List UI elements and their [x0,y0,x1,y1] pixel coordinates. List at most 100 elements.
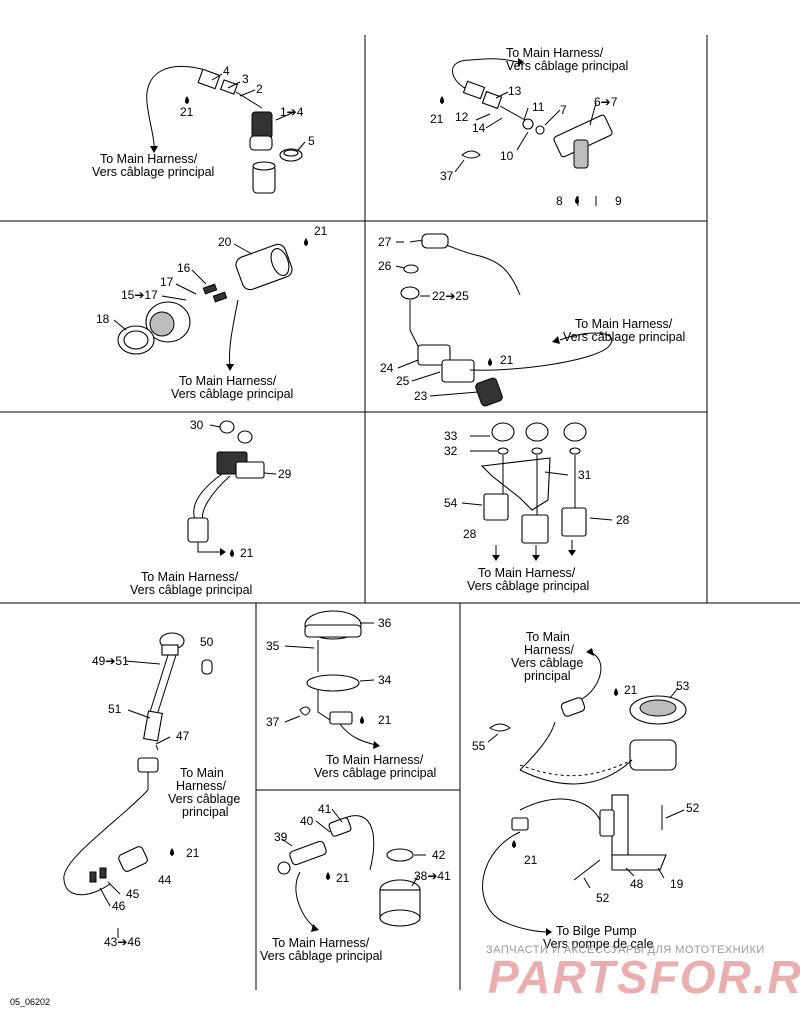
callout: 29 [278,467,292,481]
callout: 30 [190,418,204,432]
callout: 51 [108,702,122,716]
callout: 21 [180,105,194,119]
panel-9: 41 40 39 42 21 38➔41 To Main Harness/ Ve… [260,802,451,963]
callout: 21 [186,846,200,860]
caption-line1: To Main Harness/ [575,317,673,331]
callout: 10 [500,149,514,163]
callout: 32 [444,444,458,458]
callout: 18 [96,312,110,326]
caption-line3: Vers câblage [168,792,240,806]
callout: 5 [308,134,315,148]
caption-line1: To Main Harness/ [326,753,424,767]
caption-line1: To Main [180,766,224,780]
callout: 26 [378,259,392,273]
callout: 39 [274,830,288,844]
caption-line4: principal [524,669,571,683]
callout: 53 [676,679,690,693]
bilge-line2: Vers pompe de cale [543,937,654,951]
caption-line1: To Main Harness/ [179,374,277,388]
caption-line4: principal [182,805,229,819]
caption-line1: To Main Harness/ [141,570,239,584]
callout: 11 [532,100,545,114]
panel-2: 13 11 7 6➔7 12 14 21 10 37 8 9 To Main H… [430,46,628,208]
caption-line1: To Main [526,630,570,644]
callout: 19 [670,877,684,891]
callout: 43➔46 [104,935,141,949]
panel-1: 4 3 2 1➔4 5 21 To Main Harness/ Vers câb… [92,64,315,194]
panel-4: 27 26 22➔25 24 21 25 23 To Main Harness/… [378,233,685,407]
callout: 9 [615,194,622,208]
callout: 1➔4 [280,105,304,119]
callout: 54 [444,496,458,510]
caption-line2: Vers câblage principal [130,583,252,597]
callout: 21 [314,224,328,238]
callout: 25 [396,374,410,388]
callout: 20 [218,235,232,249]
callout: 27 [378,235,392,249]
callout: 21 [240,546,254,560]
callout: 34 [378,673,392,687]
callout: 52 [596,891,610,905]
caption-line2: Vers câblage principal [92,165,214,179]
callout: 33 [444,429,458,443]
callout: 50 [200,635,214,649]
callout: 21 [336,871,350,885]
caption-line2: Vers câblage principal [314,766,436,780]
callout: 2 [256,82,263,96]
caption-line2: Vers câblage principal [171,387,293,401]
caption-line2: Vers câblage principal [563,330,685,344]
callout: 55 [472,739,486,753]
callout: 44 [158,873,172,887]
callout: 3 [242,72,249,86]
caption-line1: To Main Harness/ [478,566,576,580]
callout: 40 [300,814,314,828]
callout: 22➔25 [432,289,469,303]
panel-3: 20 21 16 17 15➔17 18 To Main Harness/ Ve… [96,224,328,401]
callout: 48 [630,877,644,891]
callout: 4 [223,64,230,78]
panel-10: 53 21 55 52 21 48 19 52 To Main Harness/… [472,630,700,951]
callout: 17 [160,275,174,289]
callout: 16 [177,261,191,275]
caption-line2: Vers câblage principal [506,59,628,73]
callout: 21 [524,853,538,867]
callout: 42 [432,848,446,862]
callout: 8 [556,194,563,208]
bilge-line1: To Bilge Pump [556,924,637,938]
callout: 23 [414,389,428,403]
callout: 37 [440,169,454,183]
callout: 49➔51 [92,654,129,668]
callout: 15➔17 [121,288,158,302]
caption-line2: Harness/ [524,643,575,657]
callout: 14 [472,121,486,135]
callout: 13 [508,84,522,98]
callout: 31 [578,468,592,482]
callout: 21 [430,112,444,126]
caption-line2: Vers câblage principal [467,579,589,593]
callout: 21 [624,683,638,697]
watermark-logo: PARTSFOR.RU [488,951,800,1003]
document-code: 05_06202 [10,997,51,1007]
callout: 24 [380,361,394,375]
callout: 46 [112,899,126,913]
caption-line1: To Main Harness/ [272,936,370,950]
callout: 7 [560,103,567,117]
caption-line3: Vers câblage [511,656,583,670]
callout: 28 [463,527,477,541]
callout: 52 [686,801,700,815]
callout: 36 [378,616,392,630]
caption-line1: To Main Harness/ [100,152,198,166]
caption-line2: Vers câblage principal [260,949,382,963]
callout: 35 [266,639,280,653]
callout: 12 [455,110,469,124]
panel-8: 36 35 34 37 21 To Main Harness/ Vers câb… [266,610,436,780]
panel-6: 33 32 31 54 28 28 To Main Harness/ Vers … [444,422,630,593]
watermark-tagline: ЗАПЧАСТИ И АКСЕССУАРЫ ДЛЯ МОТОТЕХНИКИ [486,944,765,956]
callout: 21 [500,353,514,367]
panel-5: 30 29 21 To Main Harness/ Vers câblage p… [130,418,292,597]
callout: 6➔7 [594,95,618,109]
callout: 21 [378,713,392,727]
callout: 47 [176,729,190,743]
callout: 41 [318,802,332,816]
